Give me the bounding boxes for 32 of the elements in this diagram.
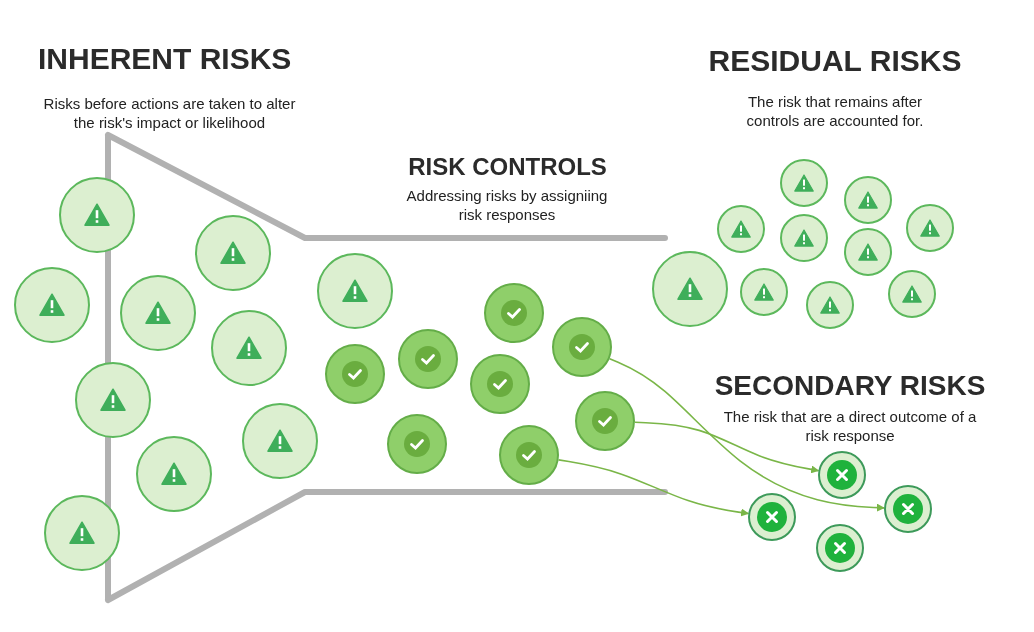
risk-circle [740, 268, 788, 316]
risk-circle [780, 214, 828, 262]
risk-circle [325, 344, 385, 404]
description-text: Addressing risks by assigniing risk responses [405, 186, 609, 224]
risk-circle [884, 485, 932, 533]
risk-circle [717, 205, 765, 253]
arrow [608, 357, 885, 512]
description-text: The risk that are a direct outcome of a risk response [722, 407, 978, 445]
risk-circle [844, 228, 892, 276]
risk-circle [470, 354, 530, 414]
risk-circle [575, 391, 635, 451]
risk-circle [844, 176, 892, 224]
arrow [557, 459, 750, 517]
risk-circle [906, 204, 954, 252]
risk-circle [816, 524, 864, 572]
section-heading: RISK CONTROLS [407, 153, 608, 181]
description-text: Risks before actions are taken to alter the risk's impact or likelihood [42, 94, 297, 132]
risk-circle [748, 493, 796, 541]
risk-circle [780, 159, 828, 207]
risk-circle [888, 270, 936, 318]
risk-circle [552, 317, 612, 377]
section-heading: SECONDARY RISKS [713, 370, 987, 402]
risk-circle [387, 414, 447, 474]
description-text: The risk that remains after controls are accounted for. [745, 92, 925, 130]
risk-circle [484, 283, 544, 343]
risk-circle [499, 425, 559, 485]
section-heading: INHERENT RISKS [38, 42, 293, 76]
arrow [634, 421, 820, 474]
section-heading: RESIDUAL RISKS [707, 44, 963, 78]
risk-circle [806, 281, 854, 329]
risk-circle [818, 451, 866, 499]
risk-circle [398, 329, 458, 389]
